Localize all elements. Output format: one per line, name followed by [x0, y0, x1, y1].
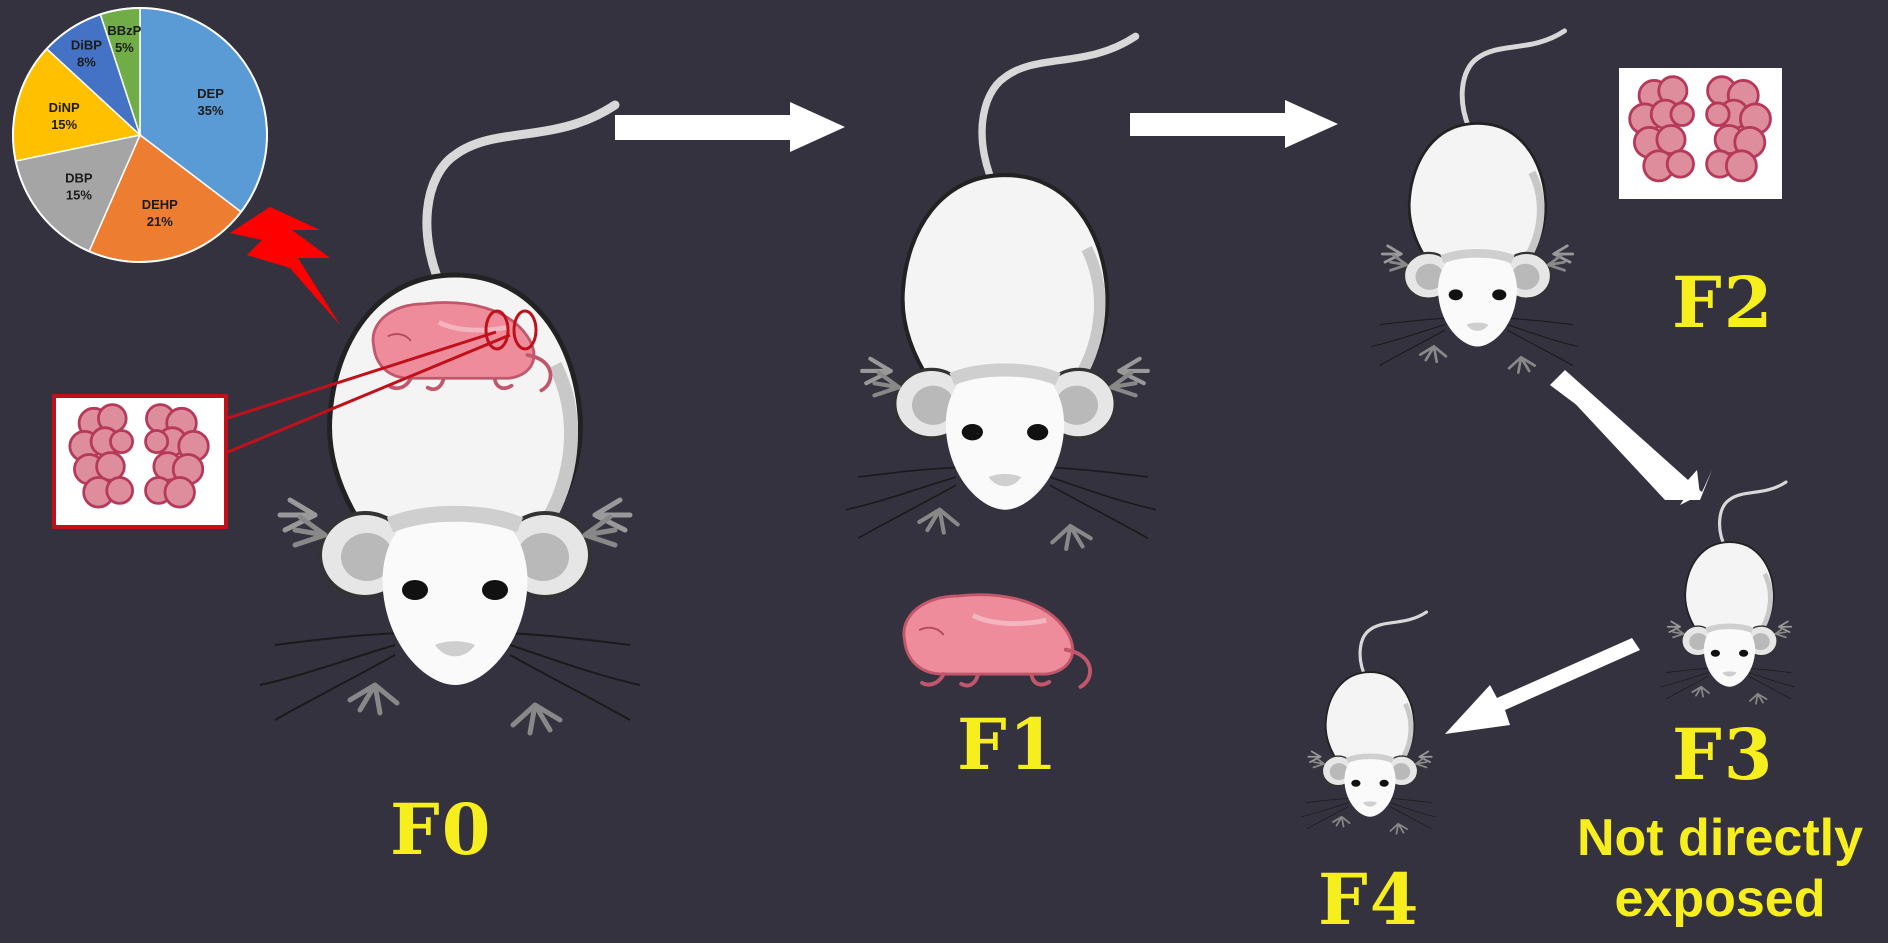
not-directly-exposed-note: Not directly exposed [1555, 808, 1885, 931]
pie-label-dinp: DiNP [49, 100, 80, 115]
label-f4: F4 [1318, 865, 1420, 935]
testes-box-f2 [1619, 68, 1782, 199]
mouse-icon [1661, 482, 1795, 704]
pie-label-bbzp: BBzP [107, 23, 141, 38]
pup-icon [904, 595, 1090, 687]
pie-value-dbp: 15% [66, 188, 92, 203]
note-line-1: Not directly [1555, 808, 1885, 869]
phthalate-pie-chart: DEP 35% DEHP 21% DBP 15% DiNP 15% DiBP 8% BBzP 5% [13, 8, 267, 262]
mouse-icon [260, 105, 640, 733]
pie-label-dbp: DBP [65, 171, 93, 186]
pie-value-dibp: 8% [77, 55, 96, 70]
pie-value-dehp: 21% [147, 214, 173, 229]
pie-value-dep: 35% [198, 103, 224, 118]
pie-value-dinp: 15% [51, 117, 77, 132]
arrow-icon [1550, 370, 1712, 505]
pie-label-dehp: DEHP [142, 197, 178, 212]
testes-box-f0 [54, 396, 226, 527]
lightning-icon [230, 207, 340, 325]
label-f0: F0 [390, 795, 492, 865]
arrow-icon [1445, 638, 1640, 734]
mouse-icon [1301, 612, 1435, 834]
pie-label-dibp: DiBP [71, 38, 102, 53]
mouse-icon [1371, 31, 1578, 373]
label-f2: F2 [1672, 268, 1774, 338]
arrow-icon [615, 102, 845, 152]
note-line-2: exposed [1555, 869, 1885, 930]
label-f3: F3 [1672, 720, 1774, 790]
pie-value-bbzp: 5% [115, 40, 134, 55]
label-f1: F1 [957, 710, 1059, 780]
pie-label-dep: DEP [197, 86, 224, 101]
mouse-icon [846, 36, 1156, 549]
arrow-icon [1130, 100, 1338, 148]
